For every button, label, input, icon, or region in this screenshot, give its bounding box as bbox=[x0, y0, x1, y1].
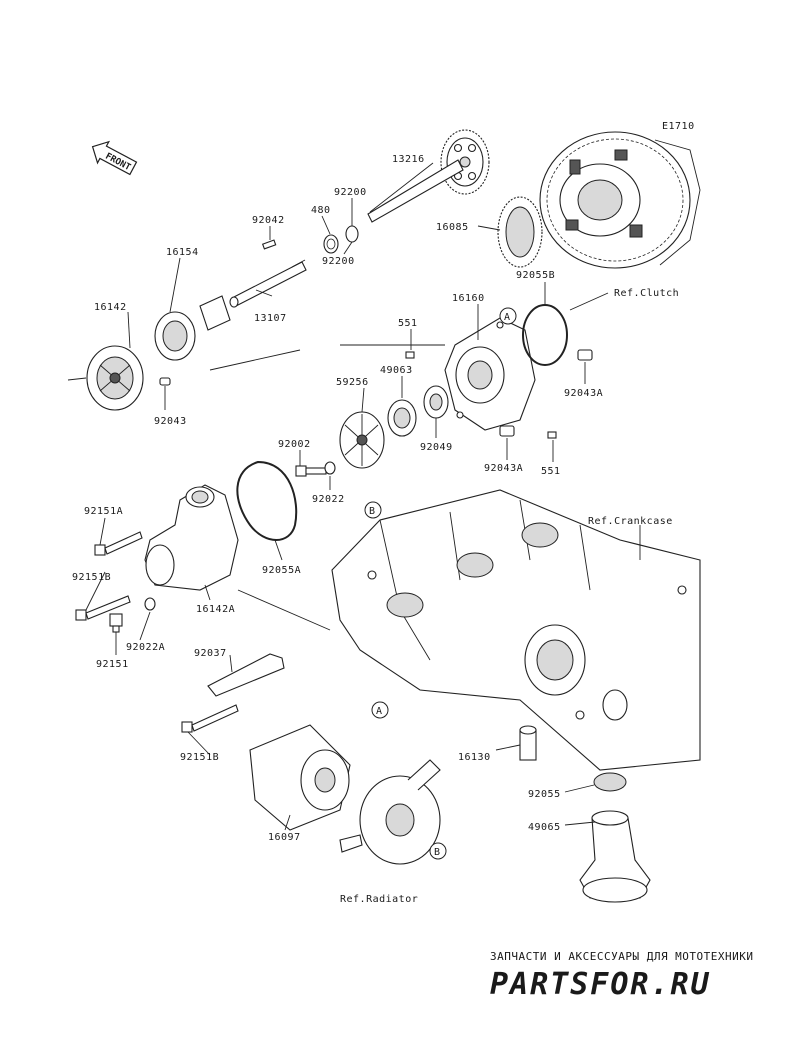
mechanical-seal-icon bbox=[387, 399, 417, 437]
part-label-16154: 16154 bbox=[166, 247, 199, 258]
part-label-92055a: 92055A bbox=[262, 565, 301, 576]
part-label-16085: 16085 bbox=[436, 222, 469, 233]
pump-gear-shaft-icon bbox=[367, 129, 490, 223]
part-label-13216: 13216 bbox=[392, 154, 425, 165]
part-label-92037: 92037 bbox=[194, 648, 227, 659]
crankcase-icon bbox=[331, 489, 701, 771]
ref-crankcase-label: Ref.Crankcase bbox=[588, 516, 673, 527]
part-label-16142: 16142 bbox=[94, 302, 127, 313]
part-label-92151a: 92151A bbox=[84, 506, 123, 517]
part-label-92043a: 92043A bbox=[484, 463, 523, 474]
part-label-92200: 92200 bbox=[334, 187, 367, 198]
leader-lines bbox=[67, 162, 641, 831]
bearing-icon bbox=[423, 385, 449, 419]
pin-icon bbox=[405, 351, 415, 359]
part-label-92002: 92002 bbox=[278, 439, 311, 450]
oil-pipe-icon bbox=[519, 725, 537, 761]
part-label-49065: 49065 bbox=[528, 822, 561, 833]
callout-letter: B bbox=[369, 506, 376, 517]
bracket-icon bbox=[207, 653, 285, 697]
part-label-92042: 92042 bbox=[252, 215, 285, 226]
oil-cooler-icon bbox=[339, 759, 441, 865]
part-label-49063: 49063 bbox=[380, 365, 413, 376]
bolt-icon bbox=[75, 595, 131, 621]
callout-marker: B bbox=[429, 842, 447, 860]
callout-marker: A bbox=[499, 307, 517, 325]
part-label-16097: 16097 bbox=[268, 832, 301, 843]
diagram-code: E1710 bbox=[662, 121, 695, 132]
oil-strainer-icon bbox=[579, 810, 651, 903]
part-label-16160: 16160 bbox=[452, 293, 485, 304]
dowel-pin-icon bbox=[577, 349, 593, 361]
part-label-59256: 59256 bbox=[336, 377, 369, 388]
o-ring-icon bbox=[236, 460, 298, 541]
part-label-92151: 92151 bbox=[96, 659, 129, 670]
callout-marker: A bbox=[371, 701, 389, 719]
part-label-92151b: 92151B bbox=[180, 752, 219, 763]
bolt-icon bbox=[109, 613, 123, 633]
part-label-92022a: 92022A bbox=[126, 642, 165, 653]
part-label-92055: 92055 bbox=[528, 789, 561, 800]
part-label-92022: 92022 bbox=[312, 494, 345, 505]
clutch-gear-icon bbox=[539, 131, 701, 269]
bolt-icon bbox=[181, 704, 239, 733]
outer-rotor-icon bbox=[86, 345, 144, 411]
bolt-icon bbox=[94, 531, 143, 556]
pin-icon bbox=[547, 431, 557, 439]
part-label-92043a: 92043A bbox=[564, 388, 603, 399]
callout-marker: B bbox=[364, 501, 382, 519]
watermark-logo: PARTSFOR.RU bbox=[490, 967, 711, 1002]
bolt-icon bbox=[295, 465, 327, 477]
part-label-92043: 92043 bbox=[154, 416, 187, 427]
part-label-92055b: 92055B bbox=[516, 270, 555, 281]
callout-letter: A bbox=[376, 706, 383, 717]
part-number-labels: 13216 92200 480 92042 16085 16154 92200 … bbox=[72, 154, 603, 843]
washer-icon bbox=[324, 461, 336, 475]
circlip-icon bbox=[323, 225, 359, 254]
part-label-92200: 92200 bbox=[322, 256, 355, 267]
ring-gear-icon bbox=[497, 196, 543, 268]
ref-radiator-label: Ref.Radiator bbox=[340, 894, 418, 905]
pump-shaft-icon bbox=[229, 259, 307, 308]
part-label-551: 551 bbox=[398, 318, 418, 329]
water-pump-cover-icon bbox=[444, 317, 536, 431]
oil-filter-icon bbox=[249, 724, 351, 831]
part-label-92151b: 92151B bbox=[72, 572, 111, 583]
pin-icon bbox=[261, 239, 277, 250]
impeller-icon bbox=[339, 411, 385, 469]
o-ring-icon bbox=[593, 772, 627, 792]
callout-letter: A bbox=[504, 312, 511, 323]
part-label-13107: 13107 bbox=[254, 313, 287, 324]
dowel-pin-icon bbox=[159, 377, 171, 386]
callout-letter: B bbox=[434, 847, 441, 858]
part-label-16130: 16130 bbox=[458, 752, 491, 763]
part-label-16142a: 16142A bbox=[196, 604, 235, 615]
ref-clutch-label: Ref.Clutch bbox=[614, 288, 679, 299]
part-label-480: 480 bbox=[311, 205, 331, 216]
o-ring-icon bbox=[522, 304, 568, 366]
front-arrow-icon: FRONT bbox=[91, 140, 138, 176]
dowel-pin-icon bbox=[499, 425, 515, 437]
pump-housing-icon bbox=[144, 484, 239, 591]
watermark-caption: ЗАПЧАСТИ И АКСЕССУАРЫ ДЛЯ МОТОТЕХНИКИ bbox=[490, 950, 754, 963]
washer-icon bbox=[144, 597, 156, 611]
part-label-551: 551 bbox=[541, 466, 561, 477]
part-label-92049: 92049 bbox=[420, 442, 453, 453]
inner-rotor-icon bbox=[154, 295, 231, 361]
